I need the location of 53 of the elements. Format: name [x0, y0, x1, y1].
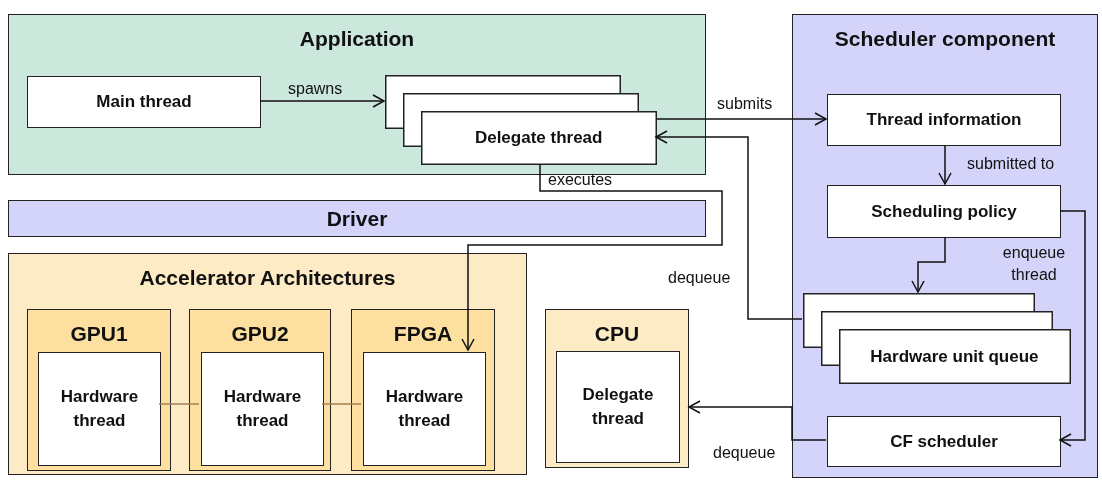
arrow [1059, 210, 1086, 447]
edge-label: dequeue [668, 268, 731, 288]
gpu-panel [189, 309, 331, 471]
process-box [556, 351, 680, 463]
node-label: Scheduling policy [871, 200, 1017, 223]
scheduler-panel [792, 14, 1098, 478]
node-label: Delegate thread [581, 384, 655, 430]
process-box [201, 352, 324, 466]
panel-title: FPGA [393, 322, 453, 345]
process-box [27, 76, 261, 128]
edge-label: dequeue [713, 443, 776, 463]
arrow [911, 236, 946, 293]
application-panel [8, 14, 706, 175]
arrow [688, 400, 827, 441]
arrow [655, 130, 803, 320]
edge-label: submits [717, 94, 773, 114]
node-label: Hardware unit queue [870, 345, 1039, 368]
node-label: Main thread [96, 91, 192, 113]
arrow [259, 94, 385, 108]
node-label: Hardware thread [222, 386, 303, 432]
edge-label: enqueue thread [1002, 243, 1066, 285]
process-box [827, 94, 1061, 146]
node-label: CF scheduler [890, 430, 998, 453]
arrow [461, 163, 723, 351]
stacked-boxes [803, 293, 1071, 384]
cpu-panel [545, 309, 689, 468]
accelerator-panel [8, 253, 527, 475]
stacked-boxes [385, 75, 657, 165]
panel-title: Accelerator Architectures [139, 266, 396, 289]
gpu-panel [27, 309, 171, 471]
process-box [363, 352, 486, 466]
panel-title: Scheduler component [834, 27, 1056, 50]
arrow [938, 144, 952, 185]
connector-line [321, 403, 362, 405]
edge-label: submitted to [967, 154, 1055, 174]
node-label: Delegate thread [474, 127, 603, 150]
fpga-panel [351, 309, 495, 471]
node-label: Thread information [866, 109, 1022, 131]
panel-title: Driver [326, 205, 388, 232]
process-box [827, 185, 1061, 238]
panel-title: GPU1 [70, 322, 128, 345]
node-label: Hardware thread [384, 386, 465, 432]
edge-label: spawns [288, 79, 343, 99]
connector-line [158, 403, 200, 405]
driver-band [8, 200, 706, 237]
edge-label: executes [548, 170, 613, 190]
node-label: Hardware thread [59, 386, 140, 432]
panel-title: GPU2 [231, 322, 289, 345]
process-box [827, 416, 1061, 467]
panel-title: Application [299, 27, 415, 50]
panel-title: CPU [594, 322, 640, 345]
process-box [38, 352, 161, 466]
arrow [655, 112, 827, 126]
